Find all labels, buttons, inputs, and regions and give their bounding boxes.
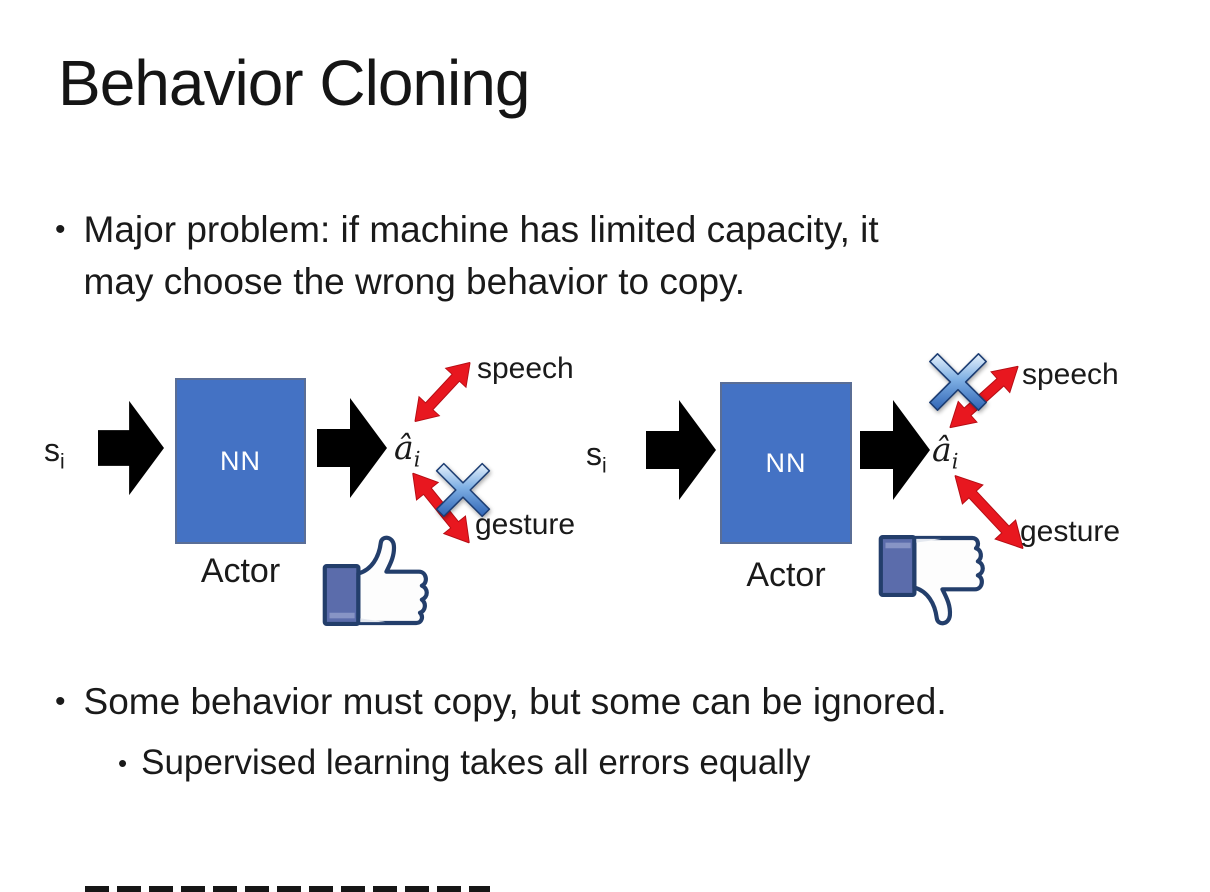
right-flow-arrow-in [646, 400, 716, 500]
left-nn-box: NN [175, 378, 306, 544]
right-input-label: si [586, 436, 607, 478]
left-actor-caption: Actor [200, 552, 281, 590]
left-speech-label: speech [477, 352, 574, 385]
thumbs-down-icon [878, 534, 985, 626]
left-nn-label: NN [220, 445, 261, 476]
right-gesture-arrow [954, 474, 1024, 550]
bullet-major-problem: • Major problem: if machine has limited … [55, 204, 1065, 308]
blue-cross-icon [435, 462, 491, 518]
thumbs-up-icon [322, 535, 429, 627]
right-speech-label: speech [1022, 358, 1119, 391]
left-speech-arrow [414, 361, 471, 423]
right-actor-caption: Actor [746, 556, 826, 594]
left-gesture-label: gesture [475, 508, 576, 541]
right-output-label: âi [932, 430, 959, 474]
right-speech-arrow [949, 365, 1019, 429]
left-output-label: âi [394, 428, 421, 472]
right-nn-box: NN [720, 382, 852, 544]
bullet-major-problem-text: Major problem: if machine has limited ca… [83, 209, 879, 302]
subbullet-supervised-text: Supervised learning takes all errors equ… [141, 743, 811, 782]
right-flow-arrow-out [860, 400, 930, 500]
slide-title: Behavior Cloning [58, 47, 530, 119]
blue-cross-icon [929, 353, 987, 411]
bullet-marker: • [55, 213, 66, 246]
subbullet-supervised: • Supervised learning takes all errors e… [118, 738, 1118, 788]
bottom-cutoff-text-fragment [85, 886, 490, 892]
right-nn-label: NN [765, 447, 807, 478]
left-input-label: si [44, 432, 65, 474]
bullet-marker: • [118, 748, 128, 778]
right-gesture-label: gesture [1020, 515, 1121, 548]
bullet-some-behavior-text: Some behavior must copy, but some can be… [83, 681, 947, 722]
bullet-marker: • [55, 685, 66, 718]
left-flow-arrow-out [317, 398, 387, 498]
left-flow-arrow-in [98, 400, 164, 496]
bullet-some-behavior: • Some behavior must copy, but some can … [55, 676, 1165, 728]
